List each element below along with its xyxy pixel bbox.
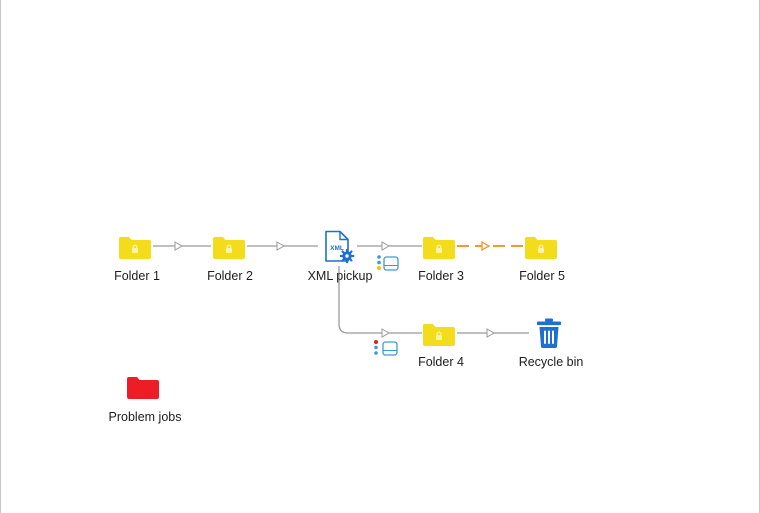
- node-label-folder3: Folder 3: [418, 269, 464, 283]
- node-label-folder5: Folder 5: [519, 269, 565, 283]
- node-label-folder4: Folder 4: [418, 355, 464, 369]
- node-label-folder1: Folder 1: [114, 269, 160, 283]
- gear-icon: [339, 248, 355, 264]
- connection-status-error-badge: [373, 338, 399, 363]
- connection-arrow: [481, 240, 491, 252]
- connection-arrow: [276, 241, 286, 251]
- status-dot-icon: [374, 351, 378, 355]
- node-label-problem-jobs: Problem jobs: [108, 410, 182, 424]
- connection-arrow: [381, 328, 391, 338]
- status-dot-icon: [377, 260, 381, 265]
- drive-icon: [382, 341, 398, 356]
- folder-lock-icon: [119, 237, 151, 259]
- connection-folder1-folder2[interactable]: [153, 241, 211, 251]
- node-label-recycle-bin: Recycle bin: [518, 355, 584, 369]
- flow-node-folder5[interactable]: [524, 234, 558, 265]
- connection-arrow: [174, 241, 184, 251]
- flow-node-folder3[interactable]: [422, 234, 456, 265]
- status-dot-icon: [377, 255, 381, 259]
- flow-node-xml-pickup[interactable]: XML: [323, 230, 357, 269]
- drive-icon: [383, 256, 399, 271]
- connection-xml-pickup-folder3[interactable]: [357, 241, 422, 251]
- connection-folder2-xml-pickup[interactable]: [247, 241, 318, 251]
- error-dot-icon: [374, 340, 378, 344]
- node-label-folder2: Folder 2: [207, 269, 253, 283]
- node-label-xml-pickup: XML pickup: [307, 269, 373, 283]
- flow-node-folder2[interactable]: [212, 234, 246, 265]
- flow-node-folder4[interactable]: [422, 321, 456, 352]
- folder-lock-icon: [423, 237, 455, 259]
- xml-pickup-icon: XML: [325, 230, 355, 264]
- folder-lock-icon: [525, 237, 557, 259]
- flow-node-folder1[interactable]: [118, 234, 152, 265]
- connection-folder3-folder5[interactable]: [457, 240, 524, 252]
- xml-icon-text: XML: [330, 245, 344, 252]
- status-dot-icon: [374, 345, 378, 350]
- flow-node-problem-jobs[interactable]: [126, 374, 160, 405]
- trash-icon: [537, 318, 561, 348]
- connection-folder4-recycle-bin[interactable]: [457, 328, 529, 338]
- folder-icon: [127, 377, 159, 399]
- connection-arrow: [486, 328, 496, 338]
- success-dot-icon: [377, 266, 381, 270]
- connection-status-success-badge: [376, 253, 402, 278]
- connection-xml-pickup-folder4[interactable]: [338, 266, 422, 338]
- connection-arrow: [381, 241, 391, 251]
- folder-lock-icon: [423, 324, 455, 346]
- folder-lock-icon: [213, 237, 245, 259]
- flow-node-recycle-bin[interactable]: [535, 317, 563, 354]
